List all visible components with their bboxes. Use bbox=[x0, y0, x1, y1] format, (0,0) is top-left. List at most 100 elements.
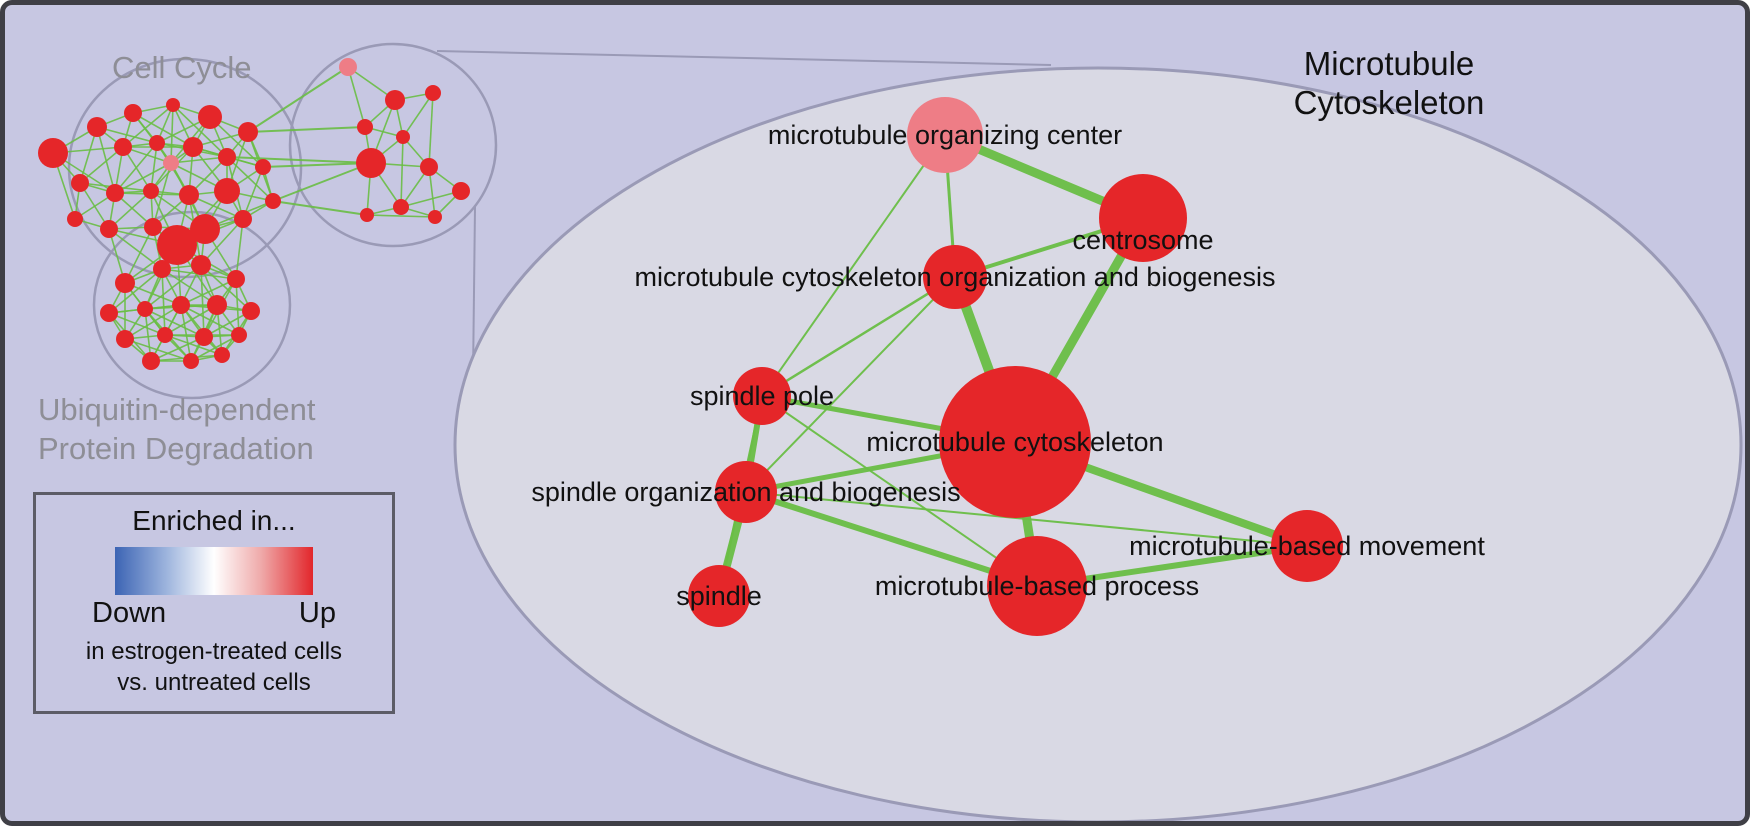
overview-node bbox=[207, 295, 227, 315]
overview-node bbox=[137, 301, 153, 317]
node-label-mbm: microtubule-based movement bbox=[1129, 531, 1485, 561]
overview-node bbox=[163, 155, 179, 171]
overview-bridge-edge bbox=[247, 126, 366, 133]
legend-box: Enriched in... Down Up in estrogen-treat… bbox=[33, 492, 395, 714]
legend-caption-line1: in estrogen-treated cells bbox=[85, 638, 343, 665]
overview-node bbox=[356, 148, 386, 178]
overview-node bbox=[265, 193, 281, 209]
overview-edge bbox=[144, 308, 205, 338]
edge-mcob-spindle_org bbox=[745, 276, 956, 493]
overview-node bbox=[214, 347, 230, 363]
overview-edge bbox=[170, 104, 174, 164]
overview-edge bbox=[122, 104, 174, 148]
overview-node bbox=[87, 117, 107, 137]
overview-edge bbox=[400, 136, 404, 208]
node-label-mcob: microtubule cytoskeleton organization an… bbox=[635, 262, 1276, 292]
overview-edge bbox=[242, 166, 264, 220]
overview-bridge-edge bbox=[262, 162, 372, 168]
overview-edge bbox=[144, 264, 202, 310]
overview-edge bbox=[235, 218, 244, 280]
overview-node bbox=[144, 218, 162, 236]
overview-edge bbox=[161, 268, 166, 336]
overview-node bbox=[124, 104, 142, 122]
overview-edge bbox=[347, 66, 366, 128]
overview-edge bbox=[200, 218, 244, 266]
overview-edge bbox=[164, 304, 218, 336]
overview-node bbox=[179, 185, 199, 205]
overview-node bbox=[357, 119, 373, 135]
overview-node bbox=[71, 174, 89, 192]
overview-edge bbox=[170, 156, 228, 164]
overview-edge bbox=[124, 304, 182, 340]
overview-node bbox=[143, 183, 159, 199]
overview-bridge-edge bbox=[272, 162, 372, 202]
node-label-mbp: microtubule-based process bbox=[875, 571, 1199, 601]
overview-edge bbox=[164, 334, 223, 356]
overview-node bbox=[242, 302, 260, 320]
overview-edge bbox=[172, 104, 228, 158]
overview-node bbox=[142, 352, 160, 370]
legend-caption-line2: vs. untreated cells bbox=[117, 669, 311, 697]
overview-node bbox=[106, 184, 124, 202]
overview-edge bbox=[108, 268, 163, 314]
overview-edge bbox=[226, 156, 274, 202]
node-label-spindle: spindle bbox=[676, 581, 762, 611]
node-spindle_org bbox=[715, 461, 777, 523]
overview-edge bbox=[150, 142, 158, 192]
overview-node bbox=[425, 85, 441, 101]
overview-edge bbox=[108, 312, 166, 336]
overview-node bbox=[420, 158, 438, 176]
main-cluster-title-line1: Microtubule bbox=[1303, 45, 1475, 82]
zoom-guide-line bbox=[436, 50, 1052, 66]
overview-node bbox=[38, 138, 68, 168]
overview-node bbox=[255, 159, 271, 175]
zoom-guide-line bbox=[472, 206, 476, 378]
cluster-label-cell-cycle: Cell Cycle bbox=[112, 50, 252, 85]
overview-edge bbox=[400, 190, 462, 208]
overview-edge bbox=[96, 126, 116, 194]
overview-node bbox=[115, 273, 135, 293]
overview-edge bbox=[428, 92, 434, 168]
node-mbp bbox=[987, 536, 1087, 636]
overview-edge bbox=[200, 264, 252, 312]
overview-edge bbox=[124, 226, 154, 284]
overview-node bbox=[183, 353, 199, 369]
overview-node bbox=[339, 58, 357, 76]
overview-edge bbox=[366, 214, 436, 218]
overview-edge bbox=[124, 338, 192, 362]
overview-node bbox=[428, 210, 442, 224]
node-spindle_pole bbox=[733, 367, 791, 425]
legend-title: Enriched in... bbox=[132, 505, 296, 536]
node-spindle bbox=[688, 565, 750, 627]
zoomed-cluster-ellipse bbox=[453, 66, 1743, 821]
overview-node bbox=[153, 260, 171, 278]
overview-node bbox=[172, 296, 190, 314]
overview-node bbox=[183, 137, 203, 157]
node-mbm bbox=[1271, 510, 1343, 582]
overview-edge bbox=[200, 264, 205, 338]
overview-cluster-ellipse bbox=[288, 42, 498, 248]
node-label-spindle_pole: spindle pole bbox=[690, 381, 834, 411]
overview-edge bbox=[114, 142, 158, 194]
enrichment-map-canvas: microtubule organizing centercentrosomem… bbox=[38, 42, 1743, 821]
node-centrosome bbox=[1099, 174, 1187, 262]
main-cluster-title: Microtubule Cytoskeleton bbox=[1273, 45, 1505, 123]
overview-node bbox=[190, 214, 220, 244]
legend-gradient-bar bbox=[115, 547, 313, 595]
overview-node bbox=[218, 148, 236, 166]
edge-spindle_pole-mbp bbox=[761, 395, 1038, 587]
node-label-spindle_org: spindle organization and biogenesis bbox=[531, 477, 960, 507]
node-label-mc: microtubule cytoskeleton bbox=[866, 427, 1163, 457]
overview-node bbox=[385, 90, 405, 110]
edge-spindle_org-mbp bbox=[743, 489, 1040, 589]
overview-node bbox=[238, 122, 258, 142]
overview-node bbox=[452, 182, 470, 200]
node-mcob bbox=[923, 245, 987, 309]
overview-node bbox=[149, 135, 165, 151]
legend-caption: in estrogen-treated cells vs. untreated … bbox=[36, 636, 392, 698]
edge-moc-spindle_pole bbox=[761, 134, 946, 397]
overview-edge bbox=[180, 278, 237, 306]
overview-bridge-edge bbox=[247, 66, 349, 133]
overview-node bbox=[227, 270, 245, 288]
